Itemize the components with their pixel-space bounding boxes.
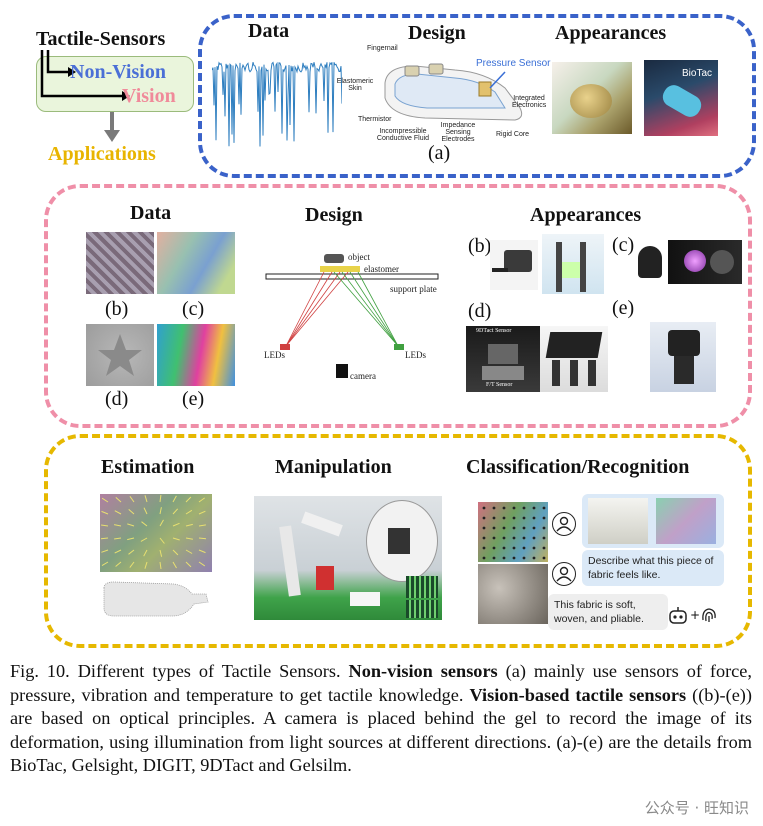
chat-image-bubble	[582, 494, 724, 548]
panel-b-data-heading: Data	[130, 202, 172, 224]
fingerprint-icon	[698, 604, 720, 626]
figure-caption: Fig. 10. Different types of Tactile Sens…	[10, 660, 752, 778]
panel-b-design-heading: Design	[305, 204, 363, 226]
ninedtact-hand-photo	[540, 326, 608, 392]
gelsilm-photo	[650, 322, 716, 392]
panel-a-tag: (a)	[428, 142, 451, 164]
panel-b-border	[44, 184, 752, 428]
gripper-photo	[542, 234, 604, 294]
design-camera-label: camera	[350, 371, 376, 381]
caption-s1: Different types of Tactile Sensors.	[77, 661, 341, 681]
caption-s2: (a) mainly use sensors of force, pressur…	[10, 661, 752, 705]
ninedtact-label: 9DTact Sensor	[476, 328, 512, 334]
tag-d-data: (d)	[105, 388, 129, 410]
legend-box	[36, 56, 194, 112]
tag-d-app: (d)	[468, 300, 492, 322]
legend-title: Tactile-Sensors	[36, 28, 166, 50]
user-avatar-2	[552, 562, 576, 586]
label-rigid-core: Rigid Core	[496, 131, 530, 138]
user-avatar-1	[552, 512, 576, 536]
panel-c-classification-heading: Classification/Recognition	[466, 456, 690, 478]
panel-a-border	[198, 14, 756, 178]
panel-a-data-heading: Data	[248, 20, 290, 42]
data-image-d	[86, 324, 154, 386]
panel-c-manipulation-heading: Manipulation	[275, 456, 392, 478]
label-skin: Elastomeric Skin	[336, 78, 374, 92]
estimation-bottle-photo	[100, 578, 214, 622]
data-image-c	[157, 232, 235, 294]
design-object-label: object	[348, 252, 370, 262]
design-support-label: support plate	[390, 284, 437, 294]
design-leds-right-label: LEDs	[405, 350, 426, 360]
legend-non-vision: Non-Vision	[70, 61, 166, 83]
data-image-e	[157, 324, 235, 386]
digit-module-photo	[634, 240, 666, 284]
classification-texture-1	[478, 502, 548, 562]
digit-sensor-photo	[490, 240, 538, 290]
tag-e-app: (e)	[612, 297, 635, 319]
legend-applications: Applications	[48, 143, 156, 165]
tag-b-data: (b)	[105, 298, 129, 320]
biotac-photo-2: BioTac	[644, 60, 718, 136]
panel-c-border	[44, 434, 752, 648]
biotac-label: BioTac	[682, 68, 713, 79]
caption-s3: ((b)-(e)) are based on optical principle…	[10, 684, 752, 776]
illuminated-sensor-photo	[668, 240, 742, 284]
tag-c-app: (c)	[612, 234, 635, 256]
data-image-b	[86, 232, 154, 294]
panel-a-biotac-diagram	[384, 63, 523, 121]
tag-e-data: (e)	[182, 388, 205, 410]
caption-fig: Fig. 10.	[10, 661, 70, 681]
ninedtact-photo: 9DTact Sensor F/T Sensor	[466, 326, 540, 392]
label-thermistor: Thermistor	[358, 116, 392, 123]
biotac-photo-1	[552, 62, 632, 134]
plus-icon: +	[690, 608, 701, 622]
robot-icon	[668, 606, 688, 626]
manipulation-robot-photo	[254, 496, 442, 620]
watermark: 公众号 · 旺知识	[644, 799, 749, 817]
legend-arrows	[40, 50, 130, 142]
panel-a-appearances-heading: Appearances	[555, 22, 667, 44]
ft-label: F/T Sensor	[486, 382, 513, 388]
tag-c-data: (c)	[182, 298, 205, 320]
legend-vision: Vision	[122, 85, 176, 107]
estimation-flow-photo	[100, 494, 212, 572]
chat-answer-bubble: This fabric is soft, woven, and pliable.	[548, 594, 668, 630]
caption-b1: Non-vision sensors	[348, 661, 498, 681]
label-impedance: Impedance Sensing Electrodes	[440, 122, 476, 143]
label-fluid: Incompressible Conductive Fluid	[376, 128, 430, 142]
panel-a-signal-plot	[212, 61, 342, 147]
panel-b-appearances-heading: Appearances	[530, 204, 642, 226]
design-elastomer-label: elastomer	[364, 264, 399, 274]
tag-b-app: (b)	[468, 235, 492, 257]
panel-a-design-heading: Design	[408, 22, 466, 44]
label-fingernail: Fingernail	[367, 45, 398, 52]
panel-c-estimation-heading: Estimation	[101, 456, 195, 478]
classification-texture-2	[478, 564, 548, 624]
label-electronics: Integrated Electronics	[512, 95, 547, 109]
panel-b-optical-diagram	[265, 254, 439, 378]
label-pressure-sensor: Pressure Sensor	[476, 58, 551, 69]
caption-b2: Vision-based tactile sensors	[469, 684, 687, 705]
design-leds-left-label: LEDs	[264, 350, 285, 360]
chat-question-bubble: Describe what this piece of fabric feels…	[582, 550, 724, 586]
